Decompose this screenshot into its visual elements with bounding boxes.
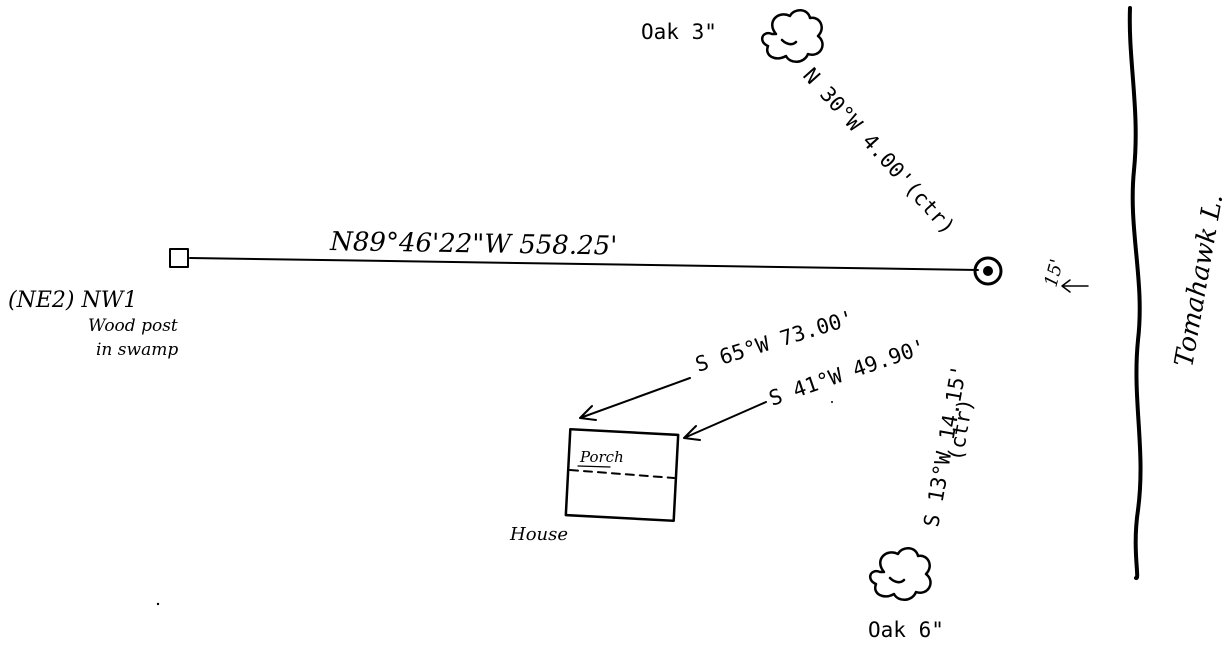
traverse-bearing-label: N89°46'22"W 558.25': [329, 227, 618, 262]
house-outline: [564, 427, 680, 523]
traverse-line: [189, 257, 979, 271]
oak-tree-south-icon: [868, 547, 932, 601]
oak-tree-north-icon: [760, 9, 824, 63]
stray-mark: [831, 401, 833, 403]
monument-label-line2: Wood post: [88, 316, 178, 336]
oak-tree-south-label: Oak 6": [868, 618, 944, 642]
survey-point-center-icon: [983, 266, 993, 276]
oak-tree-north-label: Oak 3": [641, 20, 717, 44]
lake-offset-arrow: [1061, 279, 1089, 293]
monument-label-line1: (NE2) NW1: [8, 288, 137, 313]
porch-label: Porch: [579, 448, 624, 466]
stray-mark: [156, 602, 160, 606]
lake-label: Tomahawk L.: [1169, 191, 1225, 369]
lake-shoreline: [1127, 6, 1143, 581]
tie-arrow-house-a: [579, 377, 691, 421]
tie-arrow-house-b: [683, 401, 767, 441]
monument-label-line3: in swamp: [96, 340, 178, 360]
survey-point-outer-icon: [973, 256, 1003, 286]
tie-north-oak-label: N 30°W 4.00'(ctr): [798, 63, 960, 239]
porch-divider: [569, 469, 675, 479]
porch-label-underline: [577, 465, 611, 468]
monument-square-icon: [169, 248, 189, 268]
house-label: House: [509, 524, 568, 545]
